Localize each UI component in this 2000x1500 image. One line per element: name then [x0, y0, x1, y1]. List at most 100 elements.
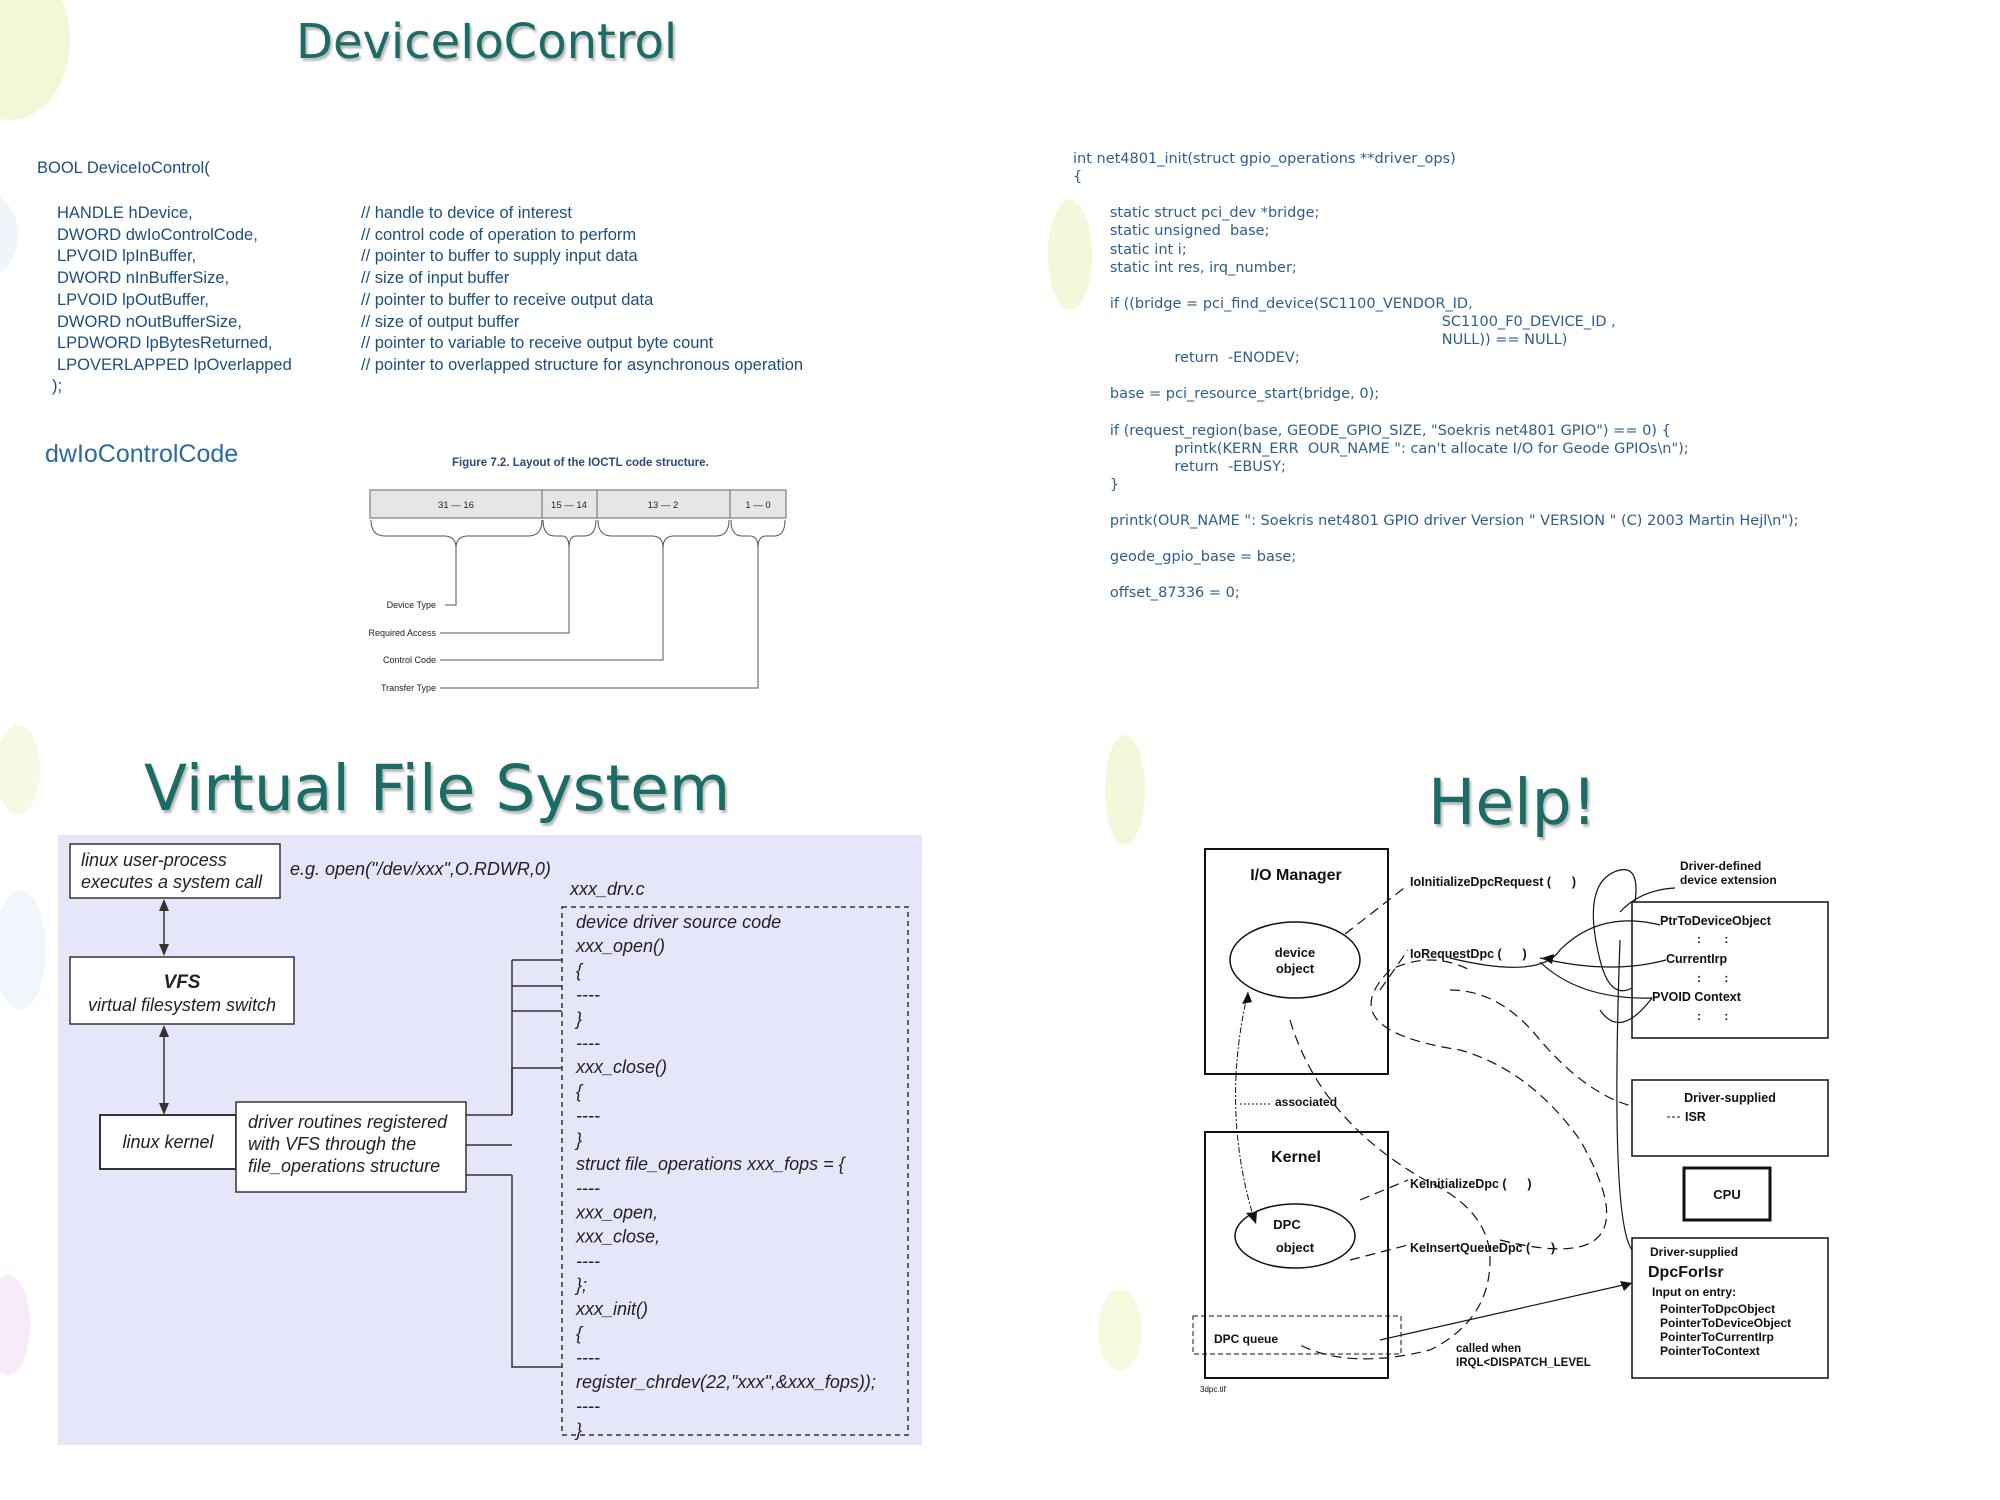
param-declaration: HANDLE hDevice,: [57, 204, 193, 222]
kernel-label: Kernel: [1271, 1149, 1321, 1166]
source-code-line: xxx_open(): [575, 936, 665, 956]
source-code-line: {: [576, 1323, 584, 1343]
code-line: NULL)) == NULL): [1073, 332, 1568, 348]
driver-routines-line3: file_operations structure: [248, 1156, 440, 1176]
dpc-box-arg-1: PointerToDpcObject: [1660, 1302, 1775, 1316]
extension-label-line2: device extension: [1680, 873, 1777, 887]
label-device-type: Device Type: [387, 600, 436, 610]
code-line: printk(OUR_NAME ": Soekris net4801 GPIO …: [1073, 513, 1799, 529]
source-code-line: xxx_open,: [575, 1202, 658, 1222]
dpc-object-line1: DPC: [1273, 1217, 1301, 1232]
code-line: if (request_region(base, GEODE_GPIO_SIZE…: [1073, 422, 1671, 439]
code-line: static struct pci_dev *bridge;: [1073, 205, 1320, 222]
param-declaration: DWORD nInBufferSize,: [57, 269, 230, 288]
dpc-box-input: Input on entry:: [1652, 1285, 1736, 1299]
param-declaration: LPDWORD lpBytesReturned,: [57, 334, 273, 353]
extension-field-ellipsis-2: : :: [1697, 971, 1728, 985]
isr-box-line1: Driver-supplied: [1684, 1091, 1776, 1105]
extension-field-ptr-to-device-object: PtrToDeviceObject: [1660, 914, 1772, 928]
slide3-title: Virtual File System: [144, 752, 731, 825]
source-code-line: register_chrdev(22,"xxx",&xxx_fops));: [576, 1372, 876, 1392]
source-code-line: struct file_operations xxx_fops = {: [576, 1154, 847, 1174]
param-declaration: LPVOID lpInBuffer,: [57, 247, 197, 266]
code-line: {: [1073, 169, 1083, 186]
ioctl-code-diagram: 31 — 16 15 — 14 13 — 2 1 — 0 Device Type…: [368, 489, 787, 693]
signature-close: );: [52, 377, 63, 395]
isr-box-line2: ISR: [1685, 1110, 1706, 1124]
code-line: return -EBUSY;: [1073, 458, 1286, 475]
driver-routines-line1: driver routines registered: [248, 1112, 448, 1132]
source-code-line: ----: [576, 1033, 600, 1053]
param-comment: // pointer to variable to receive output…: [361, 334, 714, 353]
code-line: return -ENODEV;: [1073, 350, 1300, 367]
label-control-code: Control Code: [383, 655, 436, 665]
field-bits-31-16: 31 — 16: [438, 500, 474, 511]
source-code-line: ----: [576, 1178, 600, 1198]
param-comment: // pointer to buffer to receive output d…: [361, 290, 654, 309]
example-call: e.g. open("/dev/xxx",O.RDWR,0): [290, 859, 551, 879]
code-line: printk(KERN_ERR OUR_NAME ": can't alloca…: [1073, 440, 1689, 457]
dpc-object-line2: object: [1276, 1240, 1315, 1255]
field-bits-15-14: 15 — 14: [551, 500, 587, 511]
slide4-title: Help!: [1428, 766, 1597, 839]
source-code-line: };: [574, 1275, 587, 1295]
dpc-queue-label: DPC queue: [1214, 1332, 1278, 1346]
dpc-diagram: I/O Manager device object Kernel DPC obj…: [1192, 848, 1829, 1394]
source-code-line: ----: [576, 1106, 600, 1126]
source-code-line: ----: [576, 1348, 600, 1368]
label-transfer-type: Transfer Type: [381, 683, 436, 693]
source-code-line: }: [574, 1420, 582, 1440]
driver-routines-line2: with VFS through the: [248, 1134, 416, 1154]
param-declaration: LPOVERLAPPED lpOverlapped: [57, 355, 292, 374]
call-ke-insert-queue-dpc: KeInsertQueueDpc ( ): [1410, 1241, 1555, 1255]
subheading-dwiocontrolcode: dwIoControlCode: [45, 440, 239, 468]
param-comment: // control code of operation to perform: [361, 225, 637, 244]
call-io-initialize-dpc-request: IoInitializeDpcRequest ( ): [1410, 875, 1576, 889]
label-required-access: Required Access: [368, 628, 436, 638]
figure-caption: Figure 7.2. Layout of the IOCTL code str…: [452, 457, 709, 469]
code-line: base = pci_resource_start(bridge, 0);: [1073, 386, 1380, 403]
called-when-line2: IRQL<DISPATCH_LEVEL: [1456, 1357, 1591, 1369]
extension-label-line1: Driver-defined: [1680, 859, 1761, 873]
user-process-line1: linux user-process: [81, 850, 227, 870]
code-line: offset_87336 = 0;: [1073, 585, 1240, 602]
call-ke-initialize-dpc: KeInitializeDpc ( ): [1410, 1177, 1532, 1191]
call-io-request-dpc: IoRequestDpc ( ): [1410, 947, 1527, 961]
param-comment: // pointer to buffer to supply input dat…: [361, 247, 638, 266]
source-code-line: xxx_close,: [575, 1227, 660, 1247]
user-process-line2: executes a system call: [81, 872, 263, 892]
code-line: SC1100_F0_DEVICE_ID ,: [1073, 313, 1616, 330]
param-declaration: DWORD nOutBufferSize,: [57, 312, 242, 331]
code-line: int net4801_init(struct gpio_operations …: [1073, 151, 1456, 167]
source-code-line: {: [576, 1081, 584, 1101]
source-code-lines: device driver source code xxx_open() { ----…: [574, 912, 876, 1440]
vfs-subtitle: virtual filesystem switch: [88, 995, 276, 1015]
param-declaration: LPVOID lpOutBuffer,: [57, 290, 209, 309]
field-bits-1-0: 1 — 0: [745, 500, 770, 511]
source-code-line: xxx_close(): [575, 1057, 667, 1077]
param-comment: // size of output buffer: [361, 312, 520, 331]
param-declaration: DWORD dwIoControlCode,: [57, 225, 258, 244]
param-comment: // size of input buffer: [361, 269, 510, 288]
vfs-heading: VFS: [164, 972, 201, 993]
param-comment: // handle to device of interest: [361, 204, 572, 222]
source-code-line: device driver source code: [576, 912, 781, 932]
code-line: }: [1073, 476, 1120, 493]
source-code-line: ----: [576, 1251, 600, 1271]
device-object-line1: device: [1275, 945, 1315, 960]
code-line: static int res, irq_number;: [1073, 259, 1297, 276]
extension-field-current-irp: CurrentIrp: [1666, 952, 1727, 966]
dpc-box-title: DpcForIsr: [1648, 1264, 1724, 1281]
source-code-line: xxx_init(): [575, 1299, 648, 1319]
dpc-box-arg-2: PointerToDeviceObject: [1660, 1316, 1791, 1330]
footnote: 3dpc.tif: [1200, 1385, 1227, 1394]
file-name: xxx_drv.c: [569, 879, 645, 899]
code-line: geode_gpio_base = base;: [1073, 549, 1297, 566]
param-comment: // pointer to overlapped structure for a…: [361, 355, 804, 374]
source-code-line: }: [574, 1009, 582, 1029]
dpc-box-arg-3: PointerToCurrentIrp: [1660, 1330, 1774, 1344]
io-manager-label: I/O Manager: [1250, 867, 1342, 884]
source-code-line: ----: [576, 1396, 600, 1416]
signature-open: BOOL DeviceIoControl(: [37, 159, 210, 177]
